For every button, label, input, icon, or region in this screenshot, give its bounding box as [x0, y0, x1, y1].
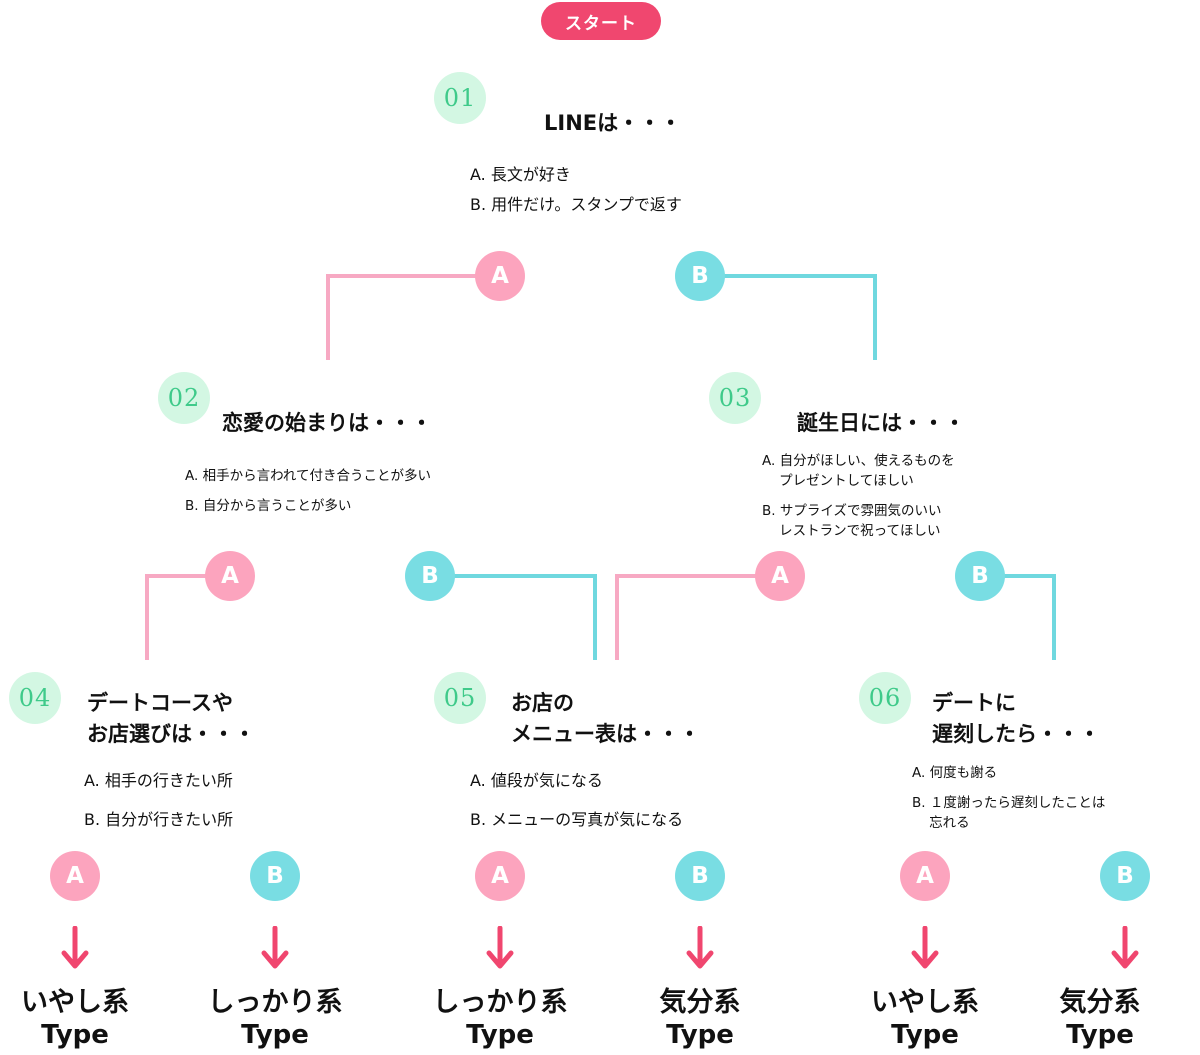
- connector-q1-a: [326, 274, 500, 360]
- arrow-down-icon: [686, 926, 714, 969]
- result-name: 気分系: [1059, 987, 1141, 1018]
- result-4: 気分系 Type: [600, 986, 800, 1050]
- choice-a-badge-q4: A: [50, 851, 100, 901]
- question-number-05: 05: [434, 672, 486, 724]
- result-name: しっかり系: [207, 987, 343, 1018]
- arrow-down-icon: [61, 926, 89, 969]
- result-6: 気分系 Type: [1000, 986, 1200, 1050]
- question-02-option-a: A. 相手から言われて付き合うことが多い: [185, 468, 431, 484]
- choice-b-badge-q4: B: [250, 851, 300, 901]
- result-name: 気分系: [659, 987, 741, 1018]
- connector-q1-b: [700, 274, 877, 360]
- question-number-04: 04: [9, 672, 61, 724]
- question-title-03: 誕生日には・・・: [797, 411, 965, 435]
- question-05-option-b: B. メニューの写真が気になる: [470, 810, 684, 829]
- question-03-option-b: B. サプライズで雰囲気のいい レストランで祝ってほしい: [762, 503, 942, 539]
- choice-a-badge-q6: A: [900, 851, 950, 901]
- choice-a-badge-q1: A: [475, 251, 525, 301]
- result-type: Type: [891, 1020, 959, 1050]
- question-number-01: 01: [434, 72, 486, 124]
- result-2: しっかり系 Type: [175, 986, 375, 1050]
- question-04-option-b: B. 自分が行きたい所: [84, 810, 234, 829]
- question-06-option-a: A. 何度も謝る: [912, 765, 998, 781]
- result-1: いやし系 Type: [0, 986, 175, 1050]
- question-number-02: 02: [158, 372, 210, 424]
- choice-a-badge-q5: A: [475, 851, 525, 901]
- result-3: しっかり系 Type: [400, 986, 600, 1050]
- result-name: いやし系: [871, 987, 979, 1018]
- result-type: Type: [41, 1020, 109, 1050]
- result-5: いやし系 Type: [825, 986, 1025, 1050]
- question-03-option-a: A. 自分がほしい、使えるものを プレゼントしてほしい: [762, 453, 955, 489]
- result-type: Type: [241, 1020, 309, 1050]
- question-02-option-b: B. 自分から言うことが多い: [185, 498, 352, 514]
- question-title-04: デートコースや お店選びは・・・: [87, 691, 255, 746]
- connector-q2-b: [430, 574, 597, 660]
- arrow-down-icon: [1111, 926, 1139, 969]
- result-name: しっかり系: [432, 987, 568, 1018]
- question-number-03: 03: [709, 372, 761, 424]
- start-badge: スタート: [541, 2, 661, 40]
- connector-q2-a: [145, 574, 230, 660]
- choice-a-badge-q2: A: [205, 551, 255, 601]
- result-type: Type: [466, 1020, 534, 1050]
- choice-b-badge-q3: B: [955, 551, 1005, 601]
- arrow-down-icon: [911, 926, 939, 969]
- question-05-option-a: A. 値段が気になる: [470, 771, 603, 790]
- result-type: Type: [666, 1020, 734, 1050]
- connector-q3-a: [615, 574, 780, 660]
- result-name: いやし系: [21, 987, 129, 1018]
- question-title-06: デートに 遅刻したら・・・: [932, 691, 1100, 746]
- question-title-01: LINEは・・・: [544, 111, 682, 135]
- question-01-option-a: A. 長文が好き: [470, 165, 571, 184]
- question-title-05: お店の メニュー表は・・・: [511, 691, 700, 746]
- question-01-option-b: B. 用件だけ。スタンプで返す: [470, 195, 682, 214]
- choice-b-badge-q5: B: [675, 851, 725, 901]
- question-06-option-b: B. １度謝ったら遅刻したことは 忘れる: [912, 795, 1106, 831]
- question-number-06: 06: [859, 672, 911, 724]
- choice-b-badge-q2: B: [405, 551, 455, 601]
- arrow-down-icon: [486, 926, 514, 969]
- question-04-option-a: A. 相手の行きたい所: [84, 771, 233, 790]
- arrow-down-icon: [261, 926, 289, 969]
- choice-a-badge-q3: A: [755, 551, 805, 601]
- result-type: Type: [1066, 1020, 1134, 1050]
- choice-b-badge-q6: B: [1100, 851, 1150, 901]
- question-title-02: 恋愛の始まりは・・・: [222, 411, 432, 435]
- choice-b-badge-q1: B: [675, 251, 725, 301]
